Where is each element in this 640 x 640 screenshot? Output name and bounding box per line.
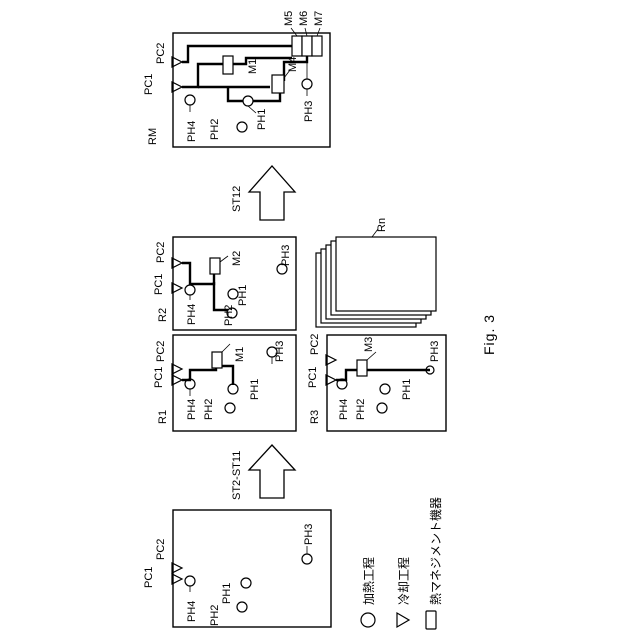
panel-r2: PC1 PC2 PH4 PH2 PH1 PH3 M2 R2 xyxy=(153,237,296,330)
panel-stack-rn: Rn xyxy=(316,218,436,327)
label-m1: M1 xyxy=(234,347,246,362)
label-ph1: PH1 xyxy=(237,285,249,306)
label-ph2: PH2 xyxy=(223,305,235,326)
legend-heating-label: 加熱工程 xyxy=(361,557,376,605)
label-ph2: PH2 xyxy=(209,119,221,140)
heating-circle-ph1 xyxy=(241,578,251,588)
panel-name-r2: R2 xyxy=(157,308,169,322)
panel-name-rm: RM xyxy=(147,128,159,145)
legend-cooling-label: 冷却工程 xyxy=(396,557,411,605)
label-ph1: PH1 xyxy=(249,379,261,400)
label-ph4: PH4 xyxy=(338,399,350,420)
label-ph2: PH2 xyxy=(355,399,367,420)
heat-mgmt-device-m3 xyxy=(357,360,367,376)
label-ph3: PH3 xyxy=(274,341,286,362)
figure-label: Fig. 3 xyxy=(481,314,497,355)
panel-name-r1: R1 xyxy=(157,410,169,424)
heat-mgmt-device-m4 xyxy=(272,75,284,93)
arrow-st12: ST12 xyxy=(231,166,295,220)
arrow-st2-st11: ST2-ST11 xyxy=(231,445,295,500)
heat-mgmt-device-m2 xyxy=(210,258,220,274)
label-m7: M7 xyxy=(313,11,325,26)
label-m6: M6 xyxy=(298,11,310,26)
heat-mgmt-device-m1 xyxy=(212,352,222,368)
label-m4: M4 xyxy=(287,57,299,72)
label-pc1: PC1 xyxy=(307,367,319,388)
panel-initial: PC1 PC2 PH4 PH2 PH1 PH3 xyxy=(143,510,331,627)
panel-r3: PC1 PC2 PH4 PH2 PH1 PH3 M3 R3 xyxy=(307,334,446,431)
legend-heat-mgmt-label: 熱マネジメント機器 xyxy=(428,497,443,605)
step-label-st12: ST12 xyxy=(231,186,243,212)
label-ph4: PH4 xyxy=(186,601,198,622)
panel-r1: PC1 PC2 PH4 PH2 PH1 PH3 M1 R1 xyxy=(153,335,296,431)
legend: 加熱工程 冷却工程 熱マネジメント機器 xyxy=(361,497,443,629)
label-m5: M5 xyxy=(283,11,295,26)
label-m2: M2 xyxy=(231,251,243,266)
label-ph4: PH4 xyxy=(186,121,198,142)
label-ph1: PH1 xyxy=(256,109,268,130)
label-pc1: PC1 xyxy=(143,74,155,95)
legend-cooling-icon xyxy=(397,613,409,627)
label-ph4: PH4 xyxy=(186,304,198,325)
label-ph3: PH3 xyxy=(429,341,441,362)
label-pc2: PC2 xyxy=(155,43,167,64)
label-pc2: PC2 xyxy=(155,539,167,560)
label-ph1: PH1 xyxy=(401,379,413,400)
label-ph3: PH3 xyxy=(303,524,315,545)
label-pc1: PC1 xyxy=(143,567,155,588)
legend-heat-mgmt-icon xyxy=(426,611,436,629)
label-ph4: PH4 xyxy=(186,399,198,420)
heat-mgmt-device-m6 xyxy=(302,36,312,56)
label-ph3: PH3 xyxy=(303,101,315,122)
heat-mgmt-device-m7 xyxy=(312,36,322,56)
panel-name-rn: Rn xyxy=(376,218,388,232)
label-ph2: PH2 xyxy=(203,399,215,420)
label-ph3: PH3 xyxy=(280,245,292,266)
label-pc2: PC2 xyxy=(309,334,321,355)
label-ph1: PH1 xyxy=(221,583,233,604)
heating-circle-ph4 xyxy=(185,576,195,586)
step-label-st2-st11: ST2-ST11 xyxy=(231,451,243,500)
panel-name-r3: R3 xyxy=(309,410,321,424)
label-pc2: PC2 xyxy=(155,242,167,263)
label-m1: M1 xyxy=(247,59,259,74)
legend-heating-icon xyxy=(361,613,375,627)
heating-circle-ph3 xyxy=(302,554,312,564)
heat-mgmt-device-m1 xyxy=(223,56,233,74)
heat-mgmt-device-m5 xyxy=(292,36,302,56)
label-ph2: PH2 xyxy=(209,605,221,626)
label-m3: M3 xyxy=(363,337,375,352)
label-pc1: PC1 xyxy=(153,367,165,388)
heating-circle-ph2 xyxy=(237,602,247,612)
label-pc2: PC2 xyxy=(155,341,167,362)
label-pc1: PC1 xyxy=(153,274,165,295)
panel-rm: PC1 PC2 PH4 PH2 PH1 PH3 M1 M4 M5 M6 M7 R… xyxy=(143,11,330,147)
